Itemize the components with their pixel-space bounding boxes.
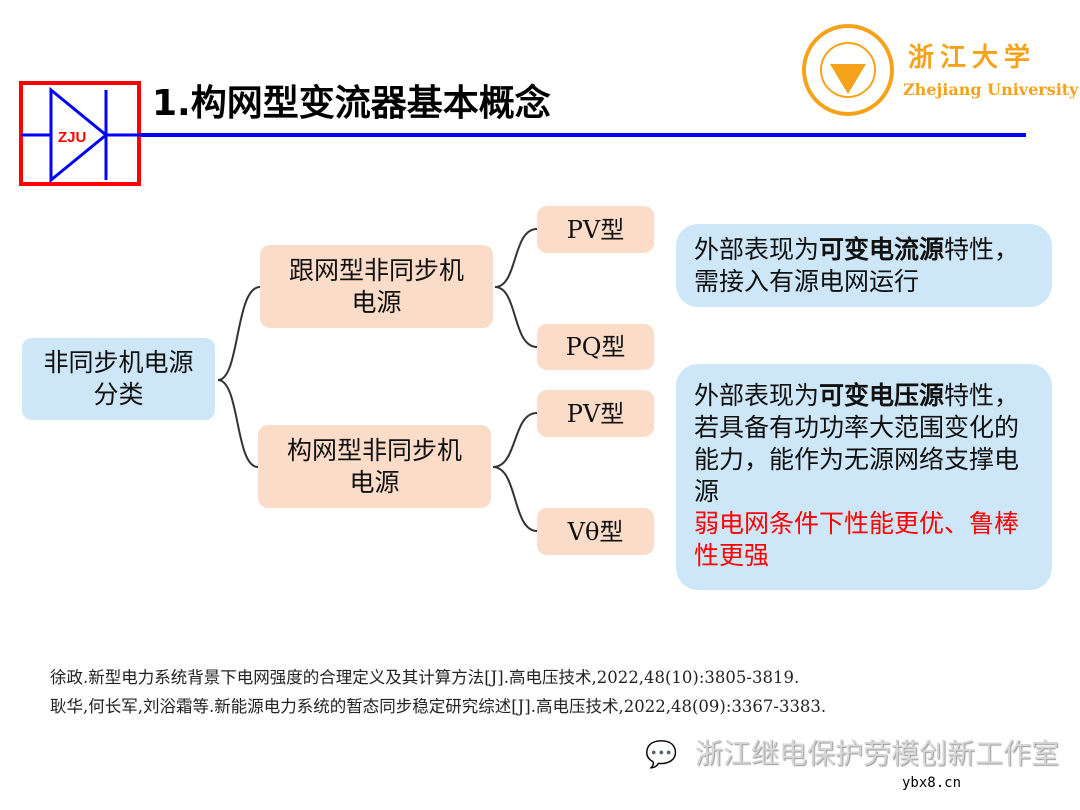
leaf-pv-forming: PV型 xyxy=(537,390,654,437)
desc-text: 外部表现为 xyxy=(694,235,820,264)
zju-logo: ZJU xyxy=(19,81,144,186)
node-label: 电源 xyxy=(349,467,400,497)
root-node: 非同步机电源分类 xyxy=(22,338,215,420)
desc-text: 外部表现为 xyxy=(694,381,820,410)
desc-bold: 可变电压源 xyxy=(819,381,945,410)
node-label: 电源 xyxy=(351,287,402,317)
university-name-en: Zhejiang University xyxy=(903,80,1079,99)
page-title: 1.构网型变流器基本概念 xyxy=(152,83,551,124)
desc-highlight: 弱电网条件下性能更优、鲁棒性更强 xyxy=(694,509,1020,570)
desc-grid-forming: 外部表现为可变电压源特性，若具备有功功率大范围变化的能力，能作为无源网络支撑电源… xyxy=(676,364,1052,590)
node-label: 跟网型非同步机 xyxy=(288,255,464,285)
desc-text: 特性，需接入有源电网运行 xyxy=(694,235,1020,296)
title-underline xyxy=(140,133,1026,137)
watermark-text: 浙江继电保护劳模创新工作室 xyxy=(695,737,1060,770)
root-label: 分类 xyxy=(93,380,144,409)
wechat-icon: 💬 xyxy=(645,740,678,770)
watermark-site: ybx8.cn xyxy=(902,775,962,791)
desc-text: 特性，若具备有功功率大范围变化的能力，能作为无源网络支撑电源 xyxy=(694,381,1020,506)
university-seal xyxy=(802,24,894,116)
desc-grid-following: 外部表现为可变电流源特性，需接入有源电网运行 xyxy=(676,224,1052,307)
desc-bold: 可变电流源 xyxy=(819,235,945,264)
reference-1: 徐政.新型电力系统背景下电网强度的合理定义及其计算方法[J].高电压技术,202… xyxy=(50,668,800,687)
university-name-cn: 浙江大学 xyxy=(908,43,1037,73)
leaf-vtheta: Vθ型 xyxy=(537,508,654,555)
leaf-pv-following: PV型 xyxy=(537,206,654,253)
leaf-pq: PQ型 xyxy=(537,324,654,370)
node-label: 构网型非同步机 xyxy=(286,435,462,465)
reference-2: 耿华,何长军,刘浴霜等.新能源电力系统的暂态同步稳定研究综述[J].高电压技术,… xyxy=(50,697,827,716)
svg-text:ZJU: ZJU xyxy=(58,129,86,146)
root-label: 非同步机电源 xyxy=(43,348,194,377)
grid-forming-node: 构网型非同步机电源 xyxy=(258,425,491,508)
grid-following-node: 跟网型非同步机电源 xyxy=(260,245,493,328)
